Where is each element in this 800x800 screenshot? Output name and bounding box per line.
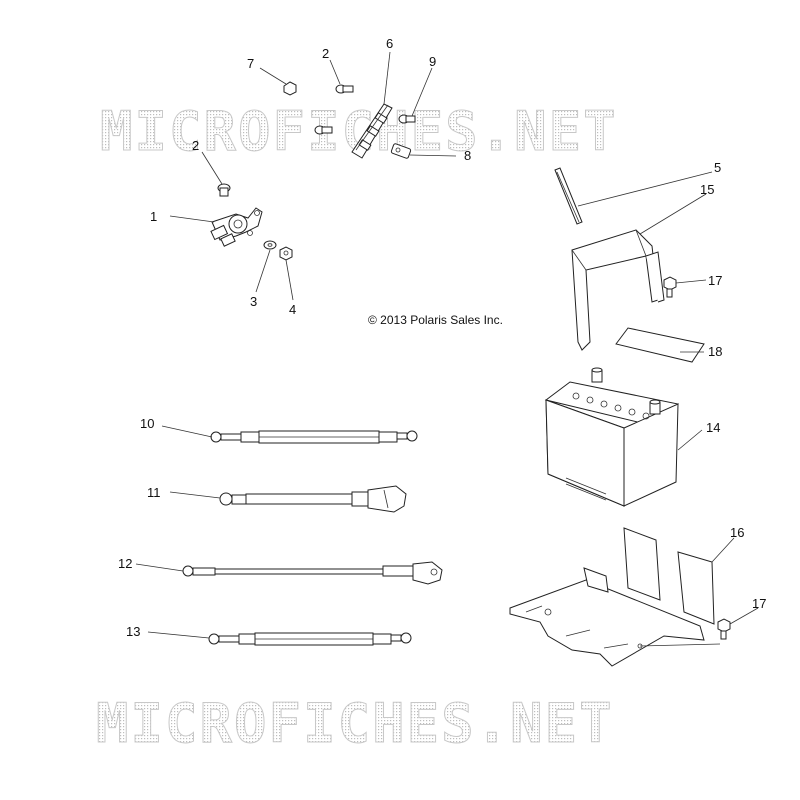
callout-15: 15 (700, 182, 714, 197)
callout-8: 8 (464, 148, 471, 163)
part-hold-down-bracket[interactable] (571, 229, 665, 351)
part-clip[interactable] (390, 143, 412, 159)
callout-10: 10 (140, 416, 154, 431)
part-cable-12[interactable] (182, 561, 443, 585)
part-screw-top[interactable] (335, 84, 354, 94)
leader-lines (135, 51, 759, 647)
callout-3: 3 (250, 294, 257, 309)
part-screw-relay[interactable] (217, 183, 231, 197)
part-bolt-lower[interactable] (717, 618, 731, 640)
watermark-top: MICROFICHES.NET (100, 100, 618, 163)
callout-16: 16 (730, 525, 744, 540)
callout-6: 6 (386, 36, 393, 51)
callout-11: 11 (147, 485, 161, 500)
copyright-notice: © 2013 Polaris Sales Inc. (368, 313, 503, 327)
part-washer[interactable] (263, 240, 277, 250)
callout-2-relay: 2 (192, 138, 199, 153)
callout-7: 7 (247, 56, 254, 71)
part-terminal-block[interactable] (351, 103, 393, 159)
battery-cell-caps (572, 392, 650, 420)
callout-5: 5 (714, 160, 721, 175)
part-nut-top[interactable] (283, 81, 297, 96)
part-battery-tray[interactable] (509, 527, 715, 667)
part-strap[interactable] (554, 167, 583, 225)
callout-12: 12 (118, 556, 132, 571)
callout-4: 4 (289, 302, 296, 317)
callout-9: 9 (429, 54, 436, 69)
part-cable-10[interactable] (210, 430, 418, 444)
part-screw-9[interactable] (398, 114, 416, 124)
callout-13: 13 (126, 624, 140, 639)
part-screw-mid[interactable] (314, 125, 333, 135)
part-nut-relay[interactable] (279, 246, 293, 261)
part-cable-13[interactable] (208, 632, 412, 646)
callout-labels: 1 2 2 3 4 5 6 7 8 9 10 11 12 13 14 15 16… (118, 36, 766, 639)
callout-2-top: 2 (322, 46, 329, 61)
part-relay[interactable] (210, 207, 263, 247)
callout-17-upper: 17 (708, 273, 722, 288)
callout-18: 18 (708, 344, 722, 359)
callout-1: 1 (150, 209, 157, 224)
part-pad[interactable] (615, 327, 705, 363)
part-cable-11[interactable] (219, 485, 407, 513)
part-battery[interactable] (544, 367, 680, 507)
callout-14: 14 (706, 420, 720, 435)
watermark-bottom: MICROFICHES.NET (96, 692, 614, 755)
part-bolt-upper[interactable] (663, 276, 677, 298)
callout-17-lower: 17 (752, 596, 766, 611)
